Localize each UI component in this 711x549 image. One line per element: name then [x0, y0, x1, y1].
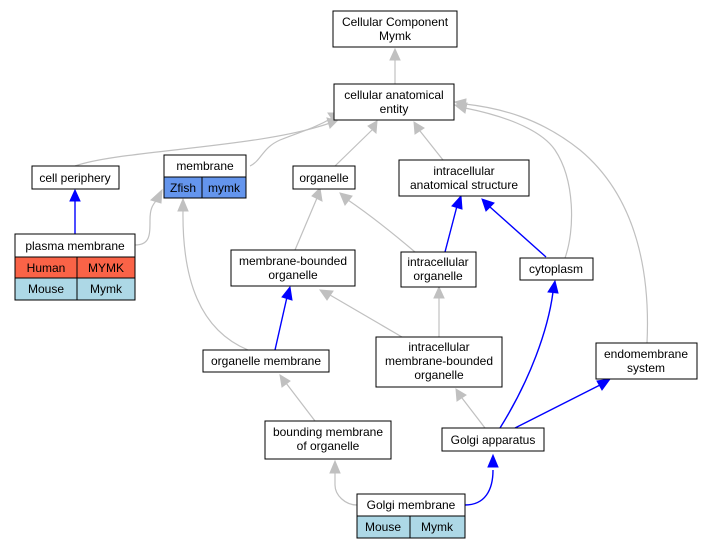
- edge-cell-periphery-to-cae: [74, 122, 331, 167]
- gene-label: Mymk: [421, 520, 454, 534]
- edge-endomembrane-to-cae: [464, 103, 649, 344]
- edge-head-icon: [451, 194, 463, 210]
- species-label: Human: [27, 261, 66, 275]
- edge-imbo-to-mbo: [329, 294, 403, 338]
- node-golgi-membrane[interactable]: Golgi membrane Mouse Mymk: [356, 493, 466, 539]
- node-plasma-membrane[interactable]: plasma membrane Human MYMK Mouse Mymk: [14, 233, 136, 301]
- species-label: Mouse: [28, 282, 64, 296]
- edge-orgmem-to-mbo: [274, 296, 288, 351]
- edge-head-icon: [318, 289, 334, 301]
- node-bounding-membrane-of-organelle[interactable]: bounding membrane of organelle: [264, 420, 392, 460]
- edge-io-to-ias: [444, 205, 458, 253]
- node-label-line: intracellular: [433, 164, 494, 178]
- edge-head-icon: [279, 374, 291, 388]
- edge-orgmem-to-membrane: [182, 209, 249, 351]
- node-label-line: of organelle: [297, 439, 360, 453]
- node-endomembrane-system[interactable]: endomembrane system: [595, 342, 698, 380]
- edge-head-icon: [487, 453, 499, 468]
- gene-cell: [409, 515, 466, 539]
- node-membrane[interactable]: membrane Zfish mymk: [163, 154, 247, 199]
- edge-head-icon: [481, 198, 495, 212]
- gene-cell: [201, 176, 247, 199]
- node-label: cell periphery: [39, 171, 110, 185]
- node-label: organelle membrane: [211, 354, 321, 368]
- node-golgi-apparatus[interactable]: Golgi apparatus: [441, 427, 545, 452]
- edge-head-icon: [329, 459, 341, 474]
- edge-head-icon: [367, 120, 378, 135]
- edge-head-icon: [413, 121, 425, 135]
- edge-head-icon: [339, 192, 353, 206]
- node-label-line: organelle: [413, 269, 463, 283]
- node-cellular-anatomical-entity[interactable]: cellular anatomical entity: [333, 83, 455, 121]
- node-membrane-bounded-organelle[interactable]: membrane-bounded organelle: [230, 249, 356, 287]
- node-label: Golgi membrane: [367, 498, 456, 512]
- node-label-line: intracellular: [407, 255, 468, 269]
- node-intracellular-anatomical-structure[interactable]: intracellular anatomical structure: [398, 159, 530, 197]
- node-label-line: Mymk: [379, 29, 412, 43]
- edge-head-icon: [311, 186, 323, 202]
- edge-bmo-to-orgmem: [285, 382, 316, 422]
- edge-head-icon: [547, 279, 559, 294]
- species-label: Zfish: [170, 181, 196, 195]
- edge-io-to-organelle: [347, 199, 416, 253]
- node-label: organelle: [299, 171, 349, 185]
- edge-head-icon: [150, 188, 163, 204]
- annotation-row-mouse[interactable]: Mouse Mymk: [14, 277, 136, 301]
- node-label: plasma membrane: [25, 239, 125, 253]
- edge-cytoplasm-to-cae: [464, 107, 573, 259]
- node-label-line: organelle: [268, 268, 318, 282]
- annotation-row-zfish[interactable]: Zfish mymk: [163, 176, 247, 199]
- node-label-line: system: [627, 361, 665, 375]
- gene-label: MYMK: [88, 261, 124, 275]
- edge-ias-to-cae: [419, 130, 444, 161]
- edge-golgi-to-cytoplasm: [499, 291, 554, 429]
- node-label-line: anatomical structure: [410, 178, 518, 192]
- edge-head-icon: [281, 285, 293, 301]
- node-label-line: cellular anatomical: [344, 88, 443, 102]
- node-label-line: membrane-bounded: [385, 354, 493, 368]
- edge-head-icon: [455, 388, 467, 402]
- edge-head-icon: [433, 285, 445, 299]
- edge-pm-to-membrane: [134, 199, 158, 246]
- edge-gm-to-bmo: [334, 472, 358, 506]
- gene-label: mymk: [208, 181, 241, 195]
- annotation-row-human[interactable]: Human MYMK: [14, 256, 136, 279]
- node-label-line: entity: [380, 102, 409, 116]
- node-intracellular-membrane-bounded-organelle[interactable]: intracellular membrane-bounded organelle: [375, 336, 503, 388]
- node-label: Golgi apparatus: [451, 433, 536, 447]
- edges: [69, 47, 649, 506]
- edge-head-icon: [69, 188, 81, 202]
- edge-golgi-to-imbo: [461, 397, 486, 429]
- node-label: membrane: [176, 159, 234, 173]
- edge-mbo-to-organelle: [294, 197, 318, 251]
- edge-head-icon: [453, 98, 467, 110]
- node-cytoplasm[interactable]: cytoplasm: [519, 257, 594, 281]
- edge-head-icon: [596, 378, 612, 391]
- node-organelle[interactable]: organelle: [292, 165, 356, 190]
- gene-label: Mymk: [90, 282, 123, 296]
- edge-gm-to-golgi: [464, 469, 494, 506]
- node-organelle-membrane[interactable]: organelle membrane: [202, 349, 330, 373]
- node-label-line: Cellular Component: [342, 15, 449, 29]
- edge-organelle-to-cae: [334, 129, 373, 167]
- edge-golgi-to-endomembrane: [514, 384, 601, 429]
- node-cellular-component-mymk[interactable]: Cellular Component Mymk: [332, 10, 458, 48]
- edge-membrane-to-cae: [249, 117, 333, 167]
- node-intracellular-organelle[interactable]: intracellular organelle: [400, 251, 477, 288]
- annotation-row-mouse[interactable]: Mouse Mymk: [356, 515, 466, 539]
- edge-head-icon: [389, 47, 401, 61]
- gene-cell: [76, 277, 136, 301]
- node-label-line: endomembrane: [604, 347, 688, 361]
- edge-cytoplasm-to-ias: [489, 206, 547, 258]
- node-label: cytoplasm: [529, 262, 583, 276]
- node-label-line: organelle: [414, 368, 464, 382]
- node-label-line: intracellular: [408, 340, 469, 354]
- node-label-line: bounding membrane: [273, 425, 383, 439]
- species-label: Mouse: [365, 520, 401, 534]
- edge-head-icon: [177, 197, 189, 212]
- node-label-line: membrane-bounded: [239, 254, 347, 268]
- node-cell-periphery[interactable]: cell periphery: [31, 165, 120, 190]
